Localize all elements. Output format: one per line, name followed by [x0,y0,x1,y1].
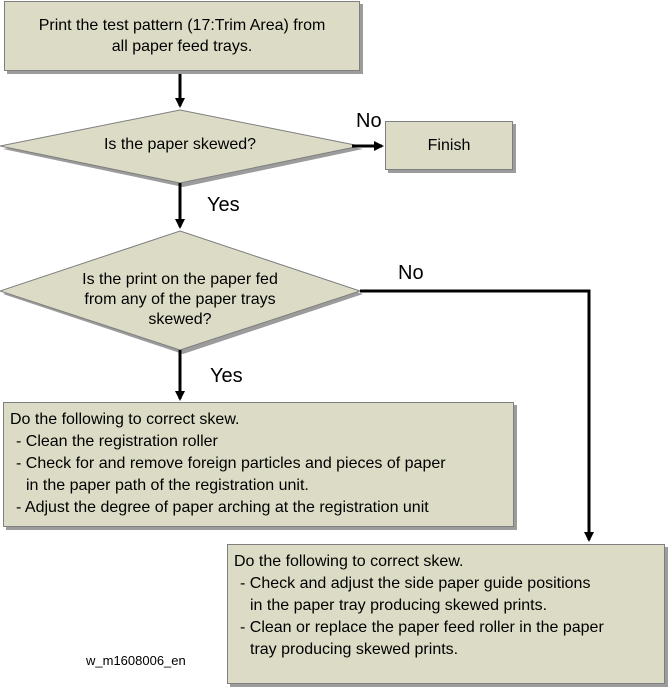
start-line-1: Print the test pattern (17:Trim Area) fr… [38,17,326,34]
action1-box: Do the following to correct skew. - Clea… [3,402,514,527]
decision2-line-3: skewed? [148,311,212,328]
action2-box: Do the following to correct skew. - Chec… [227,544,665,684]
decision2-line-1: Is the print on the paper fed [82,271,278,288]
action2-item: - Check and adjust the side paper guide … [234,573,656,617]
action2-item-continuation: tray producing skewed prints. [250,641,459,658]
action1-item-text: - Check for and remove foreign particles… [16,455,446,472]
figure-id-caption: w_m1608006_en [86,653,186,668]
action2-item-text: - Check and adjust the side paper guide … [240,575,591,592]
action1-item-continuation: in the paper path of the registration un… [26,477,309,494]
action2-item-continuation: in the paper tray producing skewed print… [250,597,548,614]
start-box: Print the test pattern (17:Trim Area) fr… [4,1,360,71]
action1-item-text: - Adjust the degree of paper arching at … [16,499,429,516]
action1-item: - Check for and remove foreign particles… [10,453,505,497]
decision1-question: Is the paper skewed? [103,136,257,153]
start-line-2: all paper feed trays. [111,38,253,55]
action1-heading: Do the following to correct skew. [10,411,240,428]
finish-label: Finish [427,137,471,154]
decision2-no-label: No [398,262,424,284]
decision2-yes-label: Yes [210,365,243,387]
action1-item: - Clean the registration roller [10,431,505,453]
action1-item-text: - Clean the registration roller [16,433,218,450]
decision2-question: Is the print on the paper fed from any o… [50,270,310,330]
connector-decision2-no [360,289,594,542]
action2-item: - Clean or replace the paper feed roller… [234,617,656,661]
action1-item: - Adjust the degree of paper arching at … [10,497,505,519]
finish-box: Finish [385,121,513,170]
decision1-no-label: No [356,110,382,132]
action2-item-text: - Clean or replace the paper feed roller… [240,619,604,636]
decision1-yes-label: Yes [207,194,240,216]
decision2-line-2: from any of the paper trays [84,291,276,308]
action2-heading: Do the following to correct skew. [234,553,464,570]
